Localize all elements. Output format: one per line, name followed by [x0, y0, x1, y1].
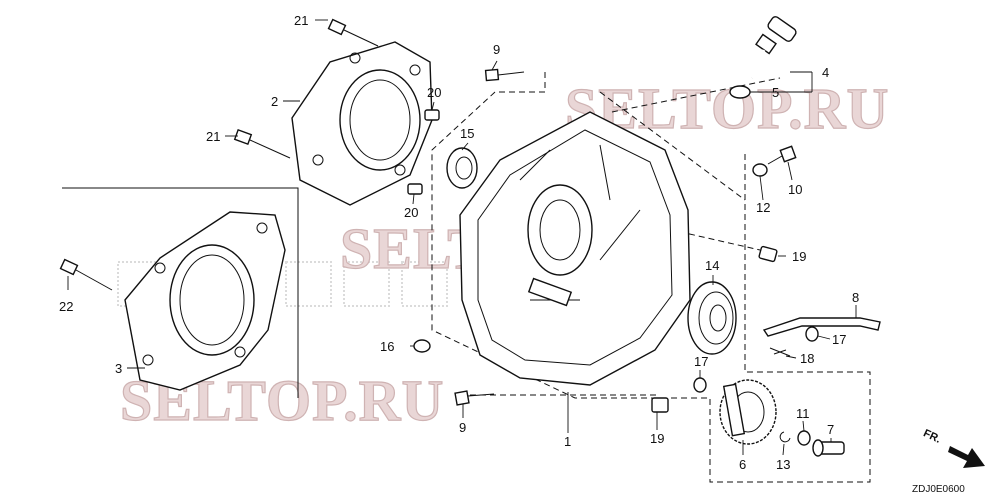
label-11: 11	[796, 406, 810, 421]
part-12-washer	[752, 163, 768, 177]
label-18: 18	[800, 351, 814, 366]
label-19-bottom: 19	[650, 431, 664, 446]
label-2: 2	[271, 94, 278, 109]
label-3: 3	[115, 361, 122, 376]
part-19b-dowel-pin	[651, 397, 669, 413]
part-7-governor-shaft	[812, 439, 845, 457]
label-17-right: 17	[832, 332, 846, 347]
label-17-left: 17	[694, 354, 708, 369]
part-15-oil-seal	[446, 147, 478, 189]
small-hardware	[59, 18, 819, 446]
label-4: 4	[822, 65, 829, 80]
part-20b-dowel-pin	[407, 183, 423, 195]
part-1-crankcase-cover	[459, 111, 691, 386]
label-10: 10	[788, 182, 802, 197]
part-13-clip	[779, 431, 791, 443]
label-20-bottom: 20	[404, 205, 418, 220]
label-22: 22	[59, 299, 73, 314]
dash-line-b	[611, 77, 781, 113]
part-20a-dowel-pin	[424, 109, 440, 121]
label-6: 6	[739, 457, 746, 472]
part-19a-dowel-pin	[758, 245, 778, 263]
part-5-o-ring	[729, 85, 751, 99]
label-21-top: 21	[294, 13, 308, 28]
part-10-bolt	[767, 145, 797, 165]
label-1: 1	[564, 434, 571, 449]
part-11-washer	[797, 430, 811, 446]
part-16-washer	[413, 339, 431, 353]
part-3-flange	[124, 211, 286, 391]
part-14-bearing	[687, 281, 737, 355]
part-6-governor-gear	[719, 379, 777, 445]
leader-lines	[67, 19, 857, 456]
part-2-flange	[291, 41, 433, 206]
diagram-code: ZDJ0E0600	[912, 484, 965, 495]
label-9-bottom: 9	[459, 420, 466, 435]
part-21b-bolt	[233, 129, 291, 159]
part-9a-bolt	[484, 68, 525, 82]
part-4-oil-filler-cap	[750, 16, 797, 79]
watermark-top: SELTOP.RU	[565, 76, 889, 141]
watermark-bottom: SELTOP.RU	[120, 368, 444, 433]
label-8: 8	[852, 290, 859, 305]
label-19-right: 19	[792, 249, 806, 264]
label-21-middle: 21	[206, 129, 220, 144]
part-labels: 21 2 20 21 20 22 3 9 15 4 5 12 10 19 14 …	[59, 13, 859, 472]
part-18-pin	[769, 347, 791, 357]
label-15: 15	[460, 126, 474, 141]
front-label: FR.	[921, 427, 942, 445]
label-12: 12	[756, 200, 770, 215]
assembly-outline	[431, 72, 871, 483]
label-20-top: 20	[427, 85, 441, 100]
label-9-top: 9	[493, 42, 500, 57]
part-9b-bolt	[454, 390, 495, 406]
front-direction-indicator: FR.	[921, 427, 985, 468]
part-8-governor-arm	[762, 317, 881, 337]
front-arrow-icon	[948, 446, 985, 468]
label-13: 13	[776, 457, 790, 472]
label-14: 14	[705, 258, 719, 273]
label-5: 5	[772, 85, 779, 100]
label-7: 7	[827, 422, 834, 437]
dash-line-c	[649, 224, 761, 251]
part-17a-washer	[693, 377, 707, 393]
part-17b-washer	[805, 326, 819, 342]
part-22-bolt	[59, 258, 113, 291]
part-21a-bolt	[327, 18, 379, 47]
label-16: 16	[380, 339, 394, 354]
group-bracket-3	[62, 187, 299, 398]
